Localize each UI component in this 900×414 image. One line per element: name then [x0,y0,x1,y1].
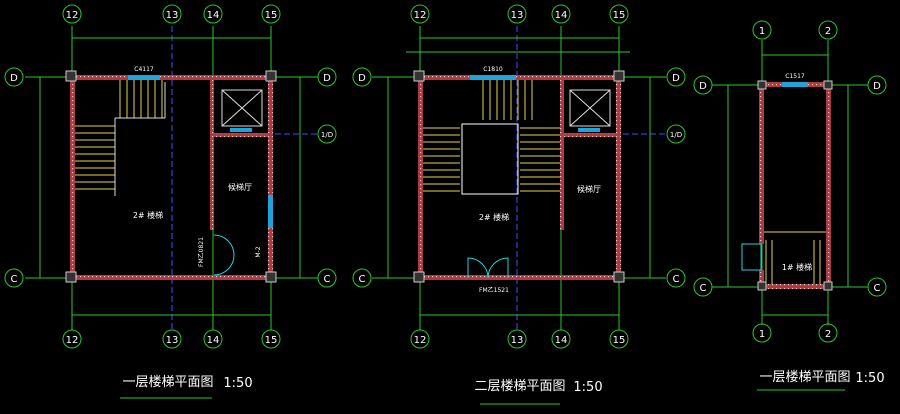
plan-2-elevator [569,89,611,132]
plan-3-title: 一层楼梯平面图 [759,370,850,385]
plan-2-doors [467,257,509,279]
plan-1-stairs [75,80,166,196]
plan-2-grid-bubbles [352,4,686,349]
plan-3-dimensions [727,54,849,316]
plan-3-grid-top-0: 1 [759,26,765,37]
plan-3-grid-left-1: C [700,283,707,294]
plan-2-grid-right-1: 1/D [670,131,682,139]
plan-1-grid-bottom-2: 14 [207,335,220,346]
plan-1-grid-bottom-0: 12 [66,335,79,346]
plan-2-door-label-1: FM乙1521 [479,287,509,294]
plan-1-doors [213,195,273,276]
plan-1-stair-label: 2# 楼梯 [133,210,163,220]
plan-3-grid-top-1: 2 [825,26,831,37]
plan-3-columns [757,80,833,291]
plan-2-walls [418,75,621,280]
plan-1-grid-top-1: 13 [166,10,179,21]
plan-1-grid-bottom-3: 15 [265,335,278,346]
plan-2-grid-bottom-2: 14 [555,335,568,346]
plan-1-window-label: C4117 [134,66,154,73]
plan-2-grid-left-1: C [359,274,366,285]
plan-3-window-label: C1517 [785,73,805,80]
plan-2-window [470,75,516,80]
plan-2-grid-bottom-3: 15 [613,335,626,346]
plan-2 [352,4,686,405]
plan-2-grid-top-0: 12 [414,10,427,21]
plan-1-scale: 1:50 [223,376,252,391]
plan-1-title: 一层楼梯平面图 [122,375,213,390]
plan-3-doors [741,243,762,271]
plan-1-door-label-2: M-2 [255,246,262,257]
plan-1-grid-left-0: D [10,73,18,84]
plan-2-columns [413,70,625,283]
plan-3-window [782,82,808,87]
plan-2-grid-top-3: 15 [613,10,626,21]
plan-2-room-label: 候梯厅 [577,184,601,194]
plan-1-grid-right-1: 1/D [321,131,333,139]
plan-1-columns [65,70,277,283]
plan-1-window [128,75,160,80]
plan-3 [693,20,887,391]
plan-3-scale: 1:50 [855,371,884,386]
plan-2-scale: 1:50 [573,380,602,395]
plan-1-walls [70,75,273,280]
plan-1-grid-bubbles [4,4,337,349]
plan-2-grid-bottom-1: 13 [511,335,524,346]
plan-3-grid-right-1: C [874,283,881,294]
plan-2-stair-label: 2# 楼梯 [479,212,509,222]
plan-1-elevator [221,89,263,132]
plan-3-grid-left-0: D [699,81,707,92]
plan-3-grid-bubbles [693,20,887,343]
plan-2-stairs [423,80,560,192]
plan-1-grid-top-2: 14 [207,10,220,21]
plan-2-window-label: C1810 [483,66,503,73]
plan-2-title: 二层楼梯平面图 [474,379,565,394]
plan-2-stair-well [461,123,519,195]
plan-3-stairs [765,240,821,284]
plan-1-grid-top-0: 12 [66,10,79,21]
plan-2-grid-right-0: D [672,73,680,84]
plan-1-grid-left-1: C [11,274,18,285]
plan-2-grid-bottom-0: 12 [414,335,427,346]
plan-3-grid-bottom-0: 1 [759,329,765,340]
plan-1-dimensions [39,37,301,316]
plan-2-dimensions [387,37,651,316]
plan-1-grid-bottom-1: 13 [166,335,179,346]
plan-2-grid-right-2: C [673,274,680,285]
plan-1-grid-right-2: C [324,274,331,285]
plan-1-grid-top-3: 15 [265,10,278,21]
plan-2-grid-left-0: D [358,73,366,84]
plan-3-grid-right-0: D [873,81,881,92]
plan-2-grid-top-1: 13 [511,10,524,21]
plan-3-stair-label: 1# 楼梯 [782,262,812,272]
plan-2-grid-top-2: 14 [555,10,568,21]
plan-3-grid-bottom-1: 2 [825,329,831,340]
plan-1-grid-right-0: D [323,73,331,84]
plan-1 [4,4,337,399]
plan-1-room-label: 候梯厅 [228,182,252,192]
plan-1-door-label-1: FM乙0821 [198,237,205,267]
